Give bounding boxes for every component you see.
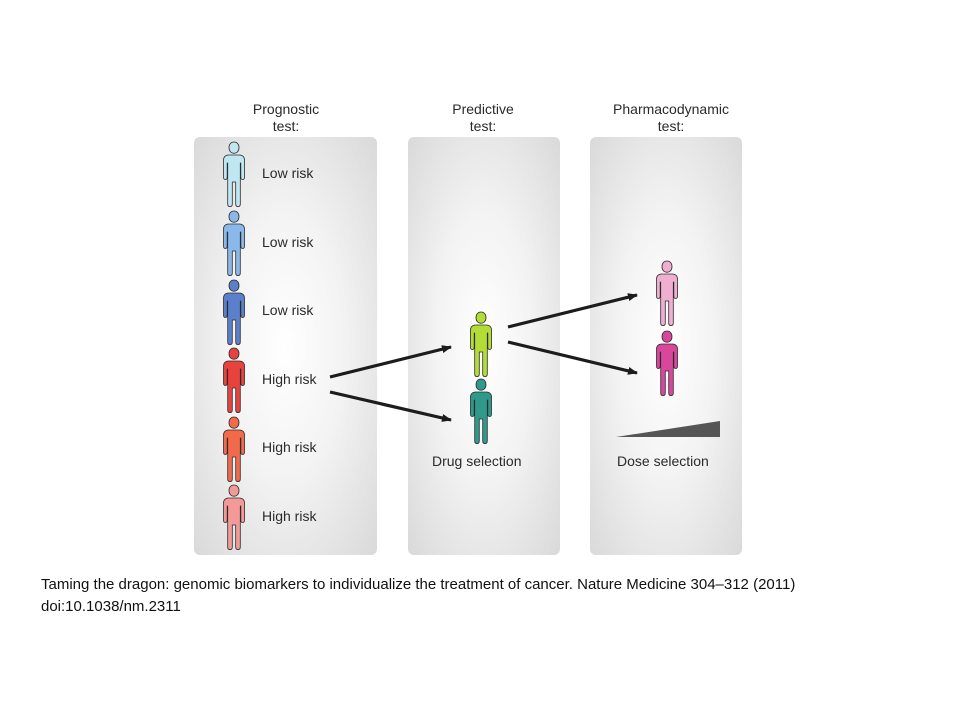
drug-selection-label: Drug selection [432, 453, 522, 469]
predictive-header-line2: test: [469, 118, 497, 134]
person-icon-low-risk-2 [221, 210, 247, 276]
risk-label-4: High risk [262, 371, 317, 387]
prognostic-header: Prognostic test: [226, 101, 346, 135]
person-icon-low-risk-3 [221, 279, 247, 345]
pharmacodynamic-header-line2: test: [657, 118, 685, 134]
prognostic-header-line2: test: [272, 118, 300, 134]
risk-label-2: Low risk [262, 234, 314, 250]
pharmacodynamic-header-line1: Pharmacodynamic [613, 101, 729, 117]
predictive-header: Predictive test: [423, 101, 543, 135]
risk-label-5: High risk [262, 439, 317, 455]
predictive-header-line1: Predictive [452, 101, 514, 117]
person-icon-dose-low [654, 260, 680, 326]
figure-caption: Taming the dragon: genomic biomarkers to… [41, 576, 796, 615]
person-icon-predictive-responder [468, 311, 494, 377]
person-icon-high-risk-3 [221, 484, 247, 550]
risk-label-1: Low risk [262, 165, 314, 181]
pharmacodynamic-header: Pharmacodynamic test: [596, 101, 746, 135]
risk-label-6: High risk [262, 508, 317, 524]
risk-label-3: Low risk [262, 302, 314, 318]
person-icon-dose-high [654, 330, 680, 396]
dose-selection-label: Dose selection [617, 453, 709, 469]
person-icon-low-risk-1 [221, 141, 247, 207]
person-icon-high-risk-1 [221, 347, 247, 413]
prognostic-header-line1: Prognostic [252, 101, 320, 117]
person-icon-high-risk-2 [221, 416, 247, 482]
person-icon-predictive-nonresponder [468, 378, 494, 444]
